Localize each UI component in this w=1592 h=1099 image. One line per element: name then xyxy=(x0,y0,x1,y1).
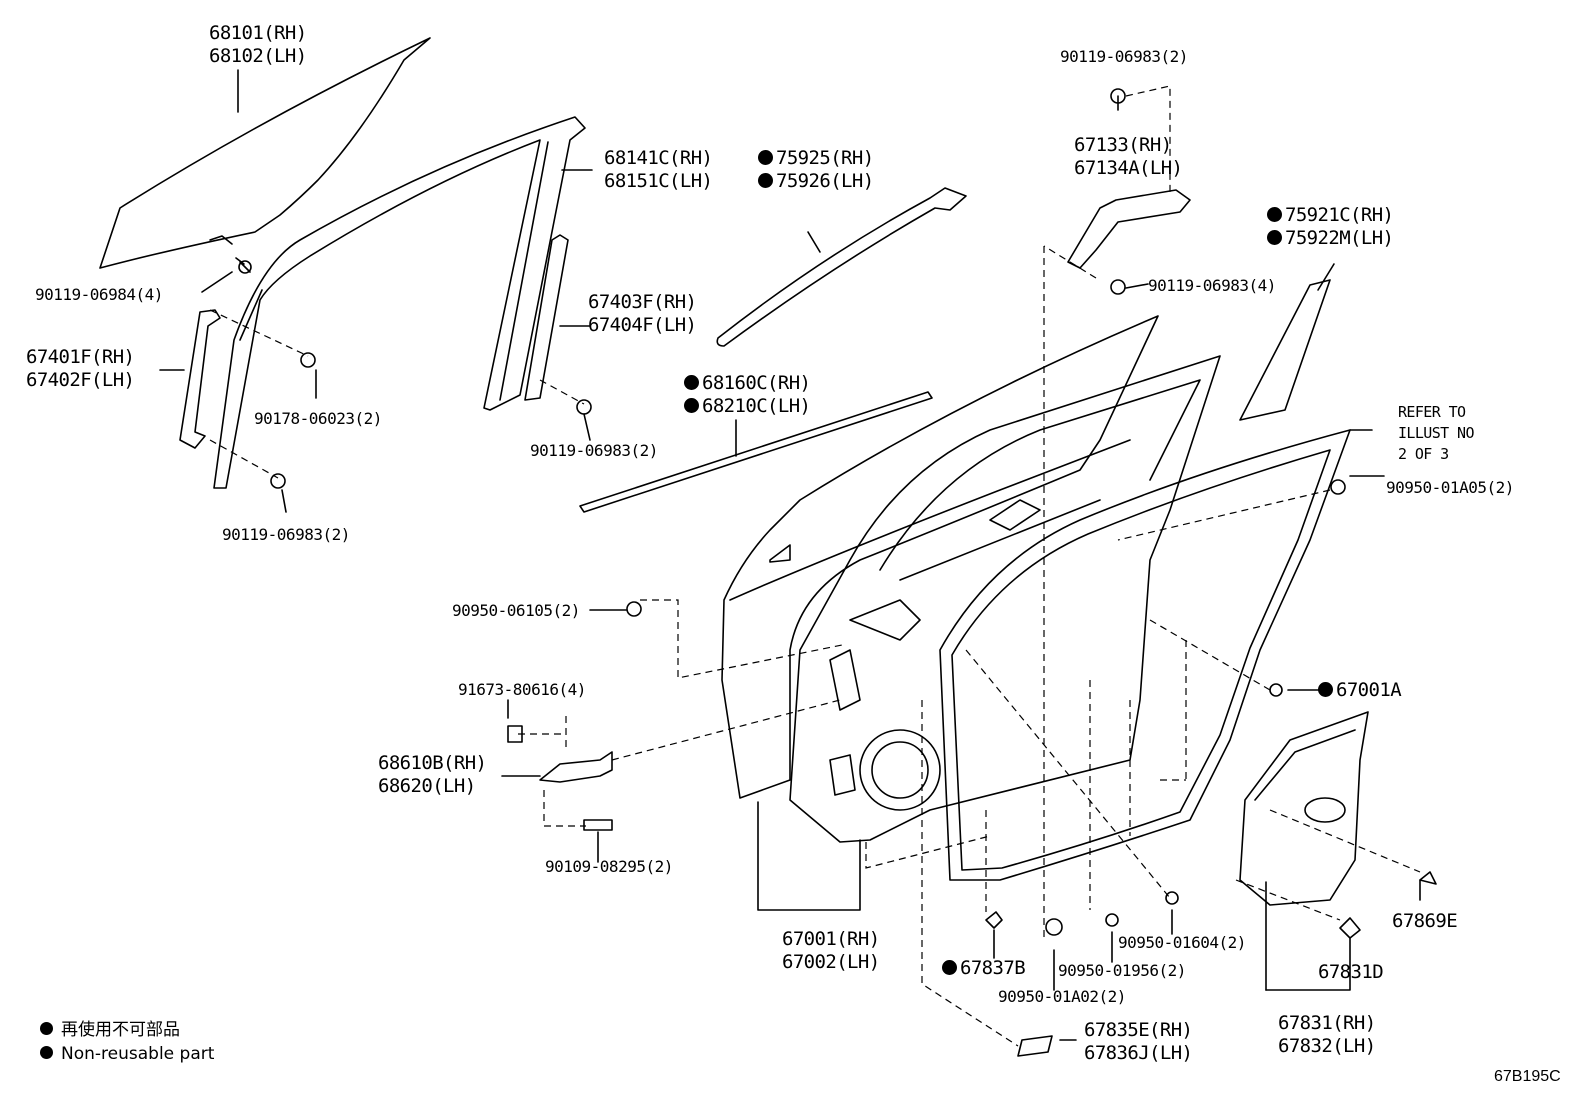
label-door-check: 68610B(RH)68620(LH) xyxy=(378,752,487,797)
label-bolt-top: 90119-06983(2) xyxy=(1060,47,1188,66)
nonreusable-dot-icon xyxy=(1318,682,1333,697)
garnish-shape xyxy=(1239,279,1331,421)
label-glass: 68101(RH)68102(LH) xyxy=(209,22,307,67)
label-plug-06105: 90950-06105(2) xyxy=(452,601,580,620)
door-glass-shape xyxy=(99,37,431,269)
door-inner-frame xyxy=(789,355,1221,843)
label-plug-01604: 90950-01604(2) xyxy=(1118,933,1246,952)
nonreusable-dot-icon xyxy=(40,1022,53,1035)
nonreusable-dot-icon xyxy=(942,960,957,975)
run-channel-shape xyxy=(213,116,586,489)
weatherstrip-shape xyxy=(579,391,933,513)
door-outer-skin xyxy=(721,315,1159,799)
door-check-shape xyxy=(539,751,613,783)
label-bracket-67133: 67133(RH)67134A(LH) xyxy=(1074,134,1183,179)
legend: 再使用不可部品 Non-reusable part xyxy=(40,1018,214,1066)
label-seal-67001a: 67001A xyxy=(1318,679,1402,702)
rear-channel-shape xyxy=(524,234,569,401)
label-moulding-75925: 75925(RH) 75926(LH) xyxy=(758,147,874,193)
label-clip-67837b: 67837B xyxy=(942,957,1026,980)
diagram-code: 67B195C xyxy=(1494,1068,1561,1085)
belt-moulding-shape xyxy=(716,187,967,347)
nonreusable-dot-icon xyxy=(40,1046,53,1059)
legend-text-en: Non-reusable part xyxy=(61,1044,215,1064)
label-cover-67835: 67835E(RH)67836J(LH) xyxy=(1084,1019,1193,1064)
label-bolt-91673: 91673-80616(4) xyxy=(458,680,586,699)
label-bolt-4: 90119-06983(4) xyxy=(1148,276,1276,295)
division-bar-shape xyxy=(179,309,221,449)
label-plug-01a02: 90950-01A02(2) xyxy=(998,987,1126,1006)
legend-text-jp: 再使用不可部品 xyxy=(61,1020,180,1040)
label-hole-cover: 67831(RH)67832(LH) xyxy=(1278,1012,1376,1057)
label-clip-67831d: 67831D xyxy=(1318,961,1384,983)
nonreusable-dot-icon xyxy=(684,375,699,390)
label-plug-01956: 90950-01956(2) xyxy=(1058,961,1186,980)
nonreusable-dot-icon xyxy=(758,173,773,188)
label-run-channel: 68141C(RH)68151C(LH) xyxy=(604,147,713,192)
label-rear-channel: 67403F(RH)67404F(LH) xyxy=(588,291,697,336)
label-weatherstrip-68160: 68160C(RH) 68210C(LH) xyxy=(684,372,811,418)
nonreusable-dot-icon xyxy=(684,398,699,413)
label-clip-67869e: 67869E xyxy=(1392,910,1458,932)
door-weatherstrip-ring xyxy=(939,429,1351,881)
label-plug-01a05: 90950-01A05(2) xyxy=(1386,478,1514,497)
label-nut-90178: 90178-06023(2) xyxy=(254,409,382,428)
hole-cover-shape xyxy=(1239,711,1369,906)
nonreusable-dot-icon xyxy=(758,150,773,165)
nonreusable-dot-icon xyxy=(1267,207,1282,222)
label-bolt-b: 90119-06983(2) xyxy=(530,441,658,460)
label-division-bar: 67401F(RH)67402F(LH) xyxy=(26,346,135,391)
label-door-panel: 67001(RH)67002(LH) xyxy=(782,928,880,973)
door-cover-small-shape xyxy=(1017,1035,1053,1057)
label-bolt-06984: 90119-06984(4) xyxy=(35,285,163,304)
door-bracket-shape xyxy=(1067,189,1191,269)
nonreusable-dot-icon xyxy=(1267,230,1282,245)
label-bolt-a: 90119-06983(2) xyxy=(222,525,350,544)
label-bolt-90109: 90109-08295(2) xyxy=(545,857,673,876)
label-garnish-75921: 75921C(RH) 75922M(LH) xyxy=(1267,204,1394,250)
